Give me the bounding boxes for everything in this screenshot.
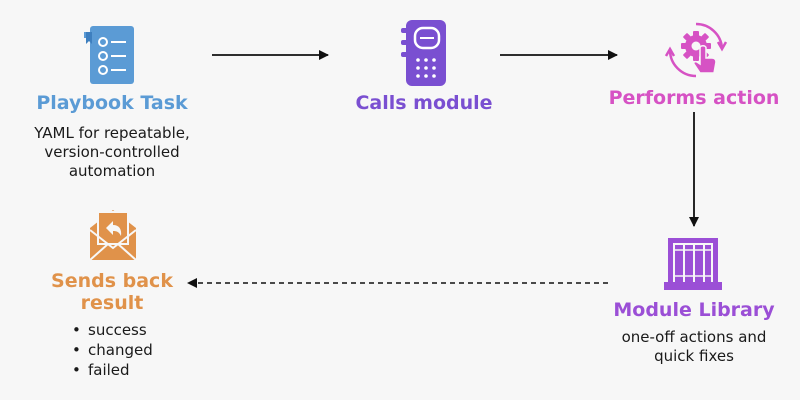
result-status-list: success changed failed: [72, 320, 153, 380]
node-description: YAML for repeatable, version-controlled …: [12, 124, 212, 181]
node-title: Module Library: [613, 299, 775, 321]
title-line: Sends back: [51, 270, 173, 292]
description-line: automation: [68, 162, 156, 180]
node-description: one-off actions and quick fixes: [594, 328, 794, 366]
title-line: result: [80, 292, 144, 314]
checklist-icon: [84, 26, 134, 84]
node-title: Performs action: [608, 87, 780, 109]
gear-touch-icon: [664, 22, 728, 78]
description-line: version-controlled: [44, 143, 180, 161]
list-item: failed: [72, 360, 153, 380]
node-title: Playbook Task: [36, 92, 188, 114]
node-title: Calls module: [355, 92, 493, 114]
notebook-icon: [401, 20, 446, 86]
envelope-reply-icon: [89, 210, 137, 261]
library-books-icon: [664, 238, 722, 290]
list-item: success: [72, 320, 153, 340]
node-title: Sends back result: [12, 270, 212, 314]
description-line: quick fixes: [654, 347, 734, 365]
description-line: one-off actions and: [621, 328, 767, 346]
list-item: changed: [72, 340, 153, 360]
description-line: YAML for repeatable,: [34, 124, 190, 142]
